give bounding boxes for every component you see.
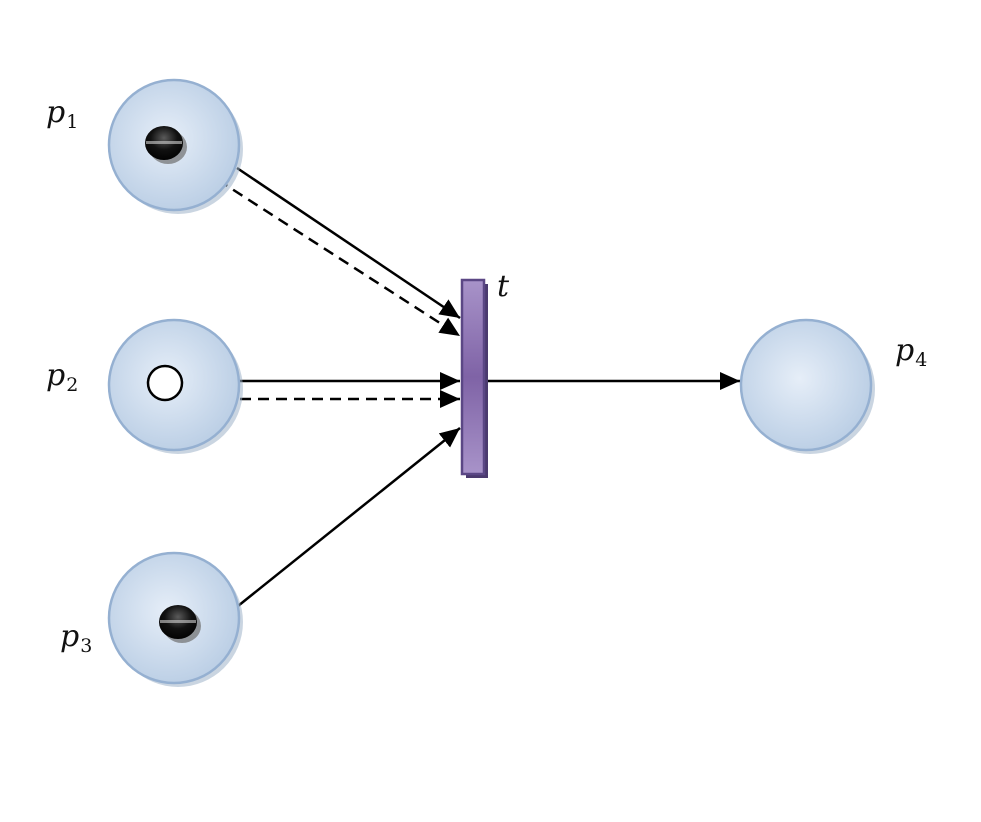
- label-p2-sub: 2: [66, 374, 79, 396]
- label-transition-t: t: [497, 269, 510, 304]
- label-p3-sub: 3: [80, 635, 93, 657]
- label-p2: p2: [46, 361, 78, 395]
- arc-p1-t-solid: [236, 166, 461, 320]
- label-p1-sub: 1: [66, 111, 79, 133]
- place-p3: [107, 551, 243, 687]
- label-p3-base: p: [60, 619, 80, 654]
- label-p2-base: p: [46, 358, 66, 393]
- label-p4-sub: 4: [915, 349, 928, 371]
- arcs: [217, 166, 740, 607]
- label-p1: p1: [46, 98, 78, 132]
- place-p1: [107, 78, 243, 214]
- place-p4: [739, 318, 875, 454]
- arc-p3-t-solid: [237, 427, 461, 607]
- label-p1-base: p: [46, 95, 66, 130]
- arc-p1-t-dashed: [217, 178, 461, 338]
- label-p3: p3: [60, 622, 92, 656]
- token-p2: [146, 364, 184, 402]
- label-p4-base: p: [895, 333, 915, 368]
- label-p4: p4: [895, 336, 927, 370]
- place-p2: [107, 318, 243, 454]
- transition-t: [460, 278, 488, 478]
